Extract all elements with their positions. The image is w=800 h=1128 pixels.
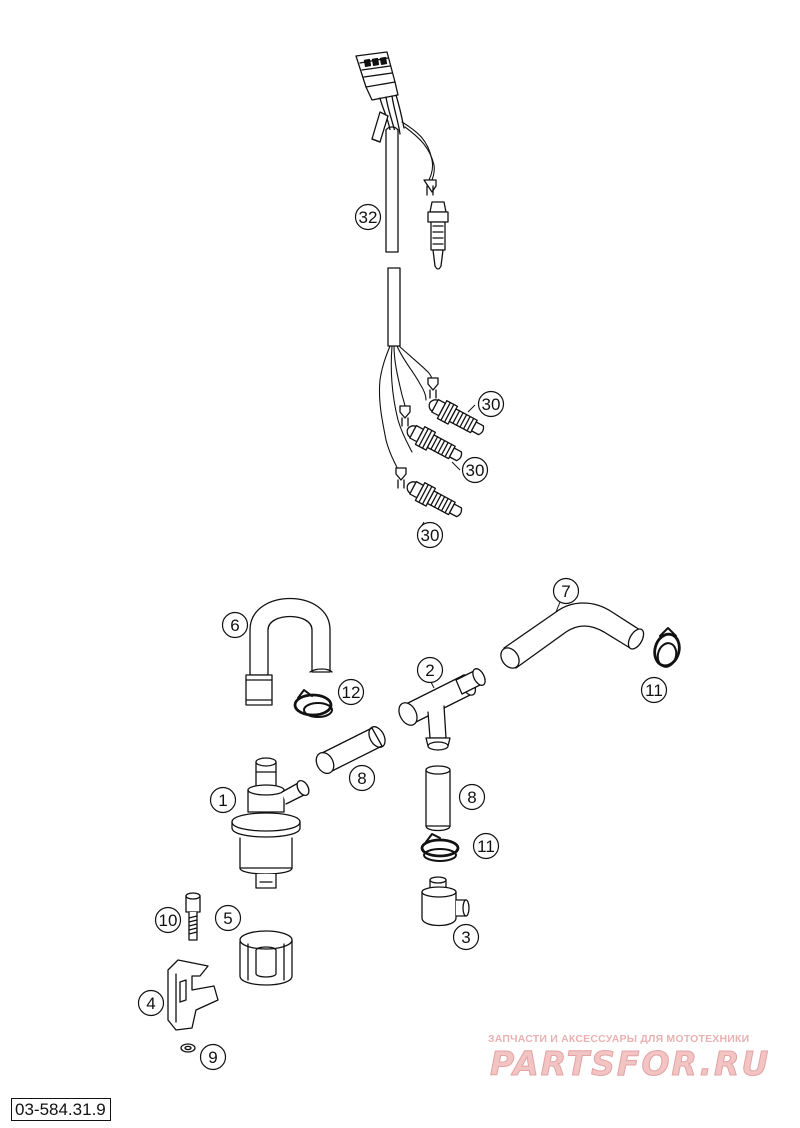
temperature-sensor xyxy=(406,424,463,462)
callout-4: 4 xyxy=(137,989,165,1017)
t-piece xyxy=(398,668,486,751)
bent-hose xyxy=(500,602,645,669)
callout-3: 3 xyxy=(452,923,480,951)
temperature-sensor xyxy=(406,480,463,518)
callout-2: 2 xyxy=(416,656,444,684)
watermark-tagline: ЗАПЧАСТИ И АКСЕССУАРЫ ДЛЯ МОТОТЕХНИКИ xyxy=(488,1033,750,1045)
diagram-number: 03-584.31.9 xyxy=(11,1098,111,1121)
svg-text:7: 7 xyxy=(561,582,570,601)
callout-8: 8 xyxy=(458,783,486,811)
ring-terminal xyxy=(395,467,407,489)
callout-32: 32 xyxy=(354,203,382,231)
wiring-harness xyxy=(355,51,449,489)
svg-text:11: 11 xyxy=(645,681,663,700)
svg-text:5: 5 xyxy=(223,909,232,928)
callout-7: 7 xyxy=(552,577,580,605)
hose-clamp xyxy=(653,627,681,668)
svg-text:4: 4 xyxy=(146,994,155,1013)
bolt xyxy=(185,892,201,941)
svg-text:12: 12 xyxy=(342,683,361,702)
connector-plug xyxy=(355,51,399,101)
bracket xyxy=(167,959,219,1031)
ring-terminal xyxy=(427,377,439,399)
svg-text:8: 8 xyxy=(357,769,366,788)
u-hose xyxy=(245,598,333,706)
thermostat-valve xyxy=(231,757,310,889)
temperature-sensor xyxy=(428,398,485,436)
terminal-plug xyxy=(371,111,389,143)
svg-text:10: 10 xyxy=(159,911,178,930)
svg-text:8: 8 xyxy=(467,788,476,807)
watermark-logo: PARTSFOR.RU xyxy=(489,1044,771,1084)
callout-30: 30 xyxy=(461,456,489,484)
elbow-fitting xyxy=(421,876,470,927)
hose-clamp xyxy=(293,689,333,718)
callout-6: 6 xyxy=(221,611,249,639)
svg-text:3: 3 xyxy=(461,928,470,947)
svg-text:9: 9 xyxy=(208,1048,217,1067)
callout-5: 5 xyxy=(214,904,242,932)
svg-text:30: 30 xyxy=(421,526,440,545)
holder-sleeve xyxy=(239,930,293,986)
svg-text:2: 2 xyxy=(425,661,434,680)
svg-text:30: 30 xyxy=(482,395,501,414)
callout-8: 8 xyxy=(348,764,376,792)
callout-1: 1 xyxy=(209,786,237,814)
callout-30: 30 xyxy=(416,521,444,549)
svg-text:32: 32 xyxy=(359,208,378,227)
callout-9: 9 xyxy=(199,1043,227,1071)
straight-hose xyxy=(315,726,386,775)
hose-clamp xyxy=(420,833,460,862)
ring-terminal xyxy=(399,405,411,427)
callout-30: 30 xyxy=(477,390,505,418)
washer xyxy=(180,1043,196,1053)
callout-10: 10 xyxy=(154,906,182,934)
svg-text:11: 11 xyxy=(477,837,495,856)
callout-11: 11 xyxy=(472,832,500,860)
svg-text:6: 6 xyxy=(230,616,239,635)
svg-text:1: 1 xyxy=(218,791,227,810)
svg-text:30: 30 xyxy=(466,461,485,480)
callout-11: 11 xyxy=(640,676,668,704)
straight-hose xyxy=(425,765,451,832)
sensor-upper xyxy=(427,201,449,270)
callout-12: 12 xyxy=(337,678,365,706)
